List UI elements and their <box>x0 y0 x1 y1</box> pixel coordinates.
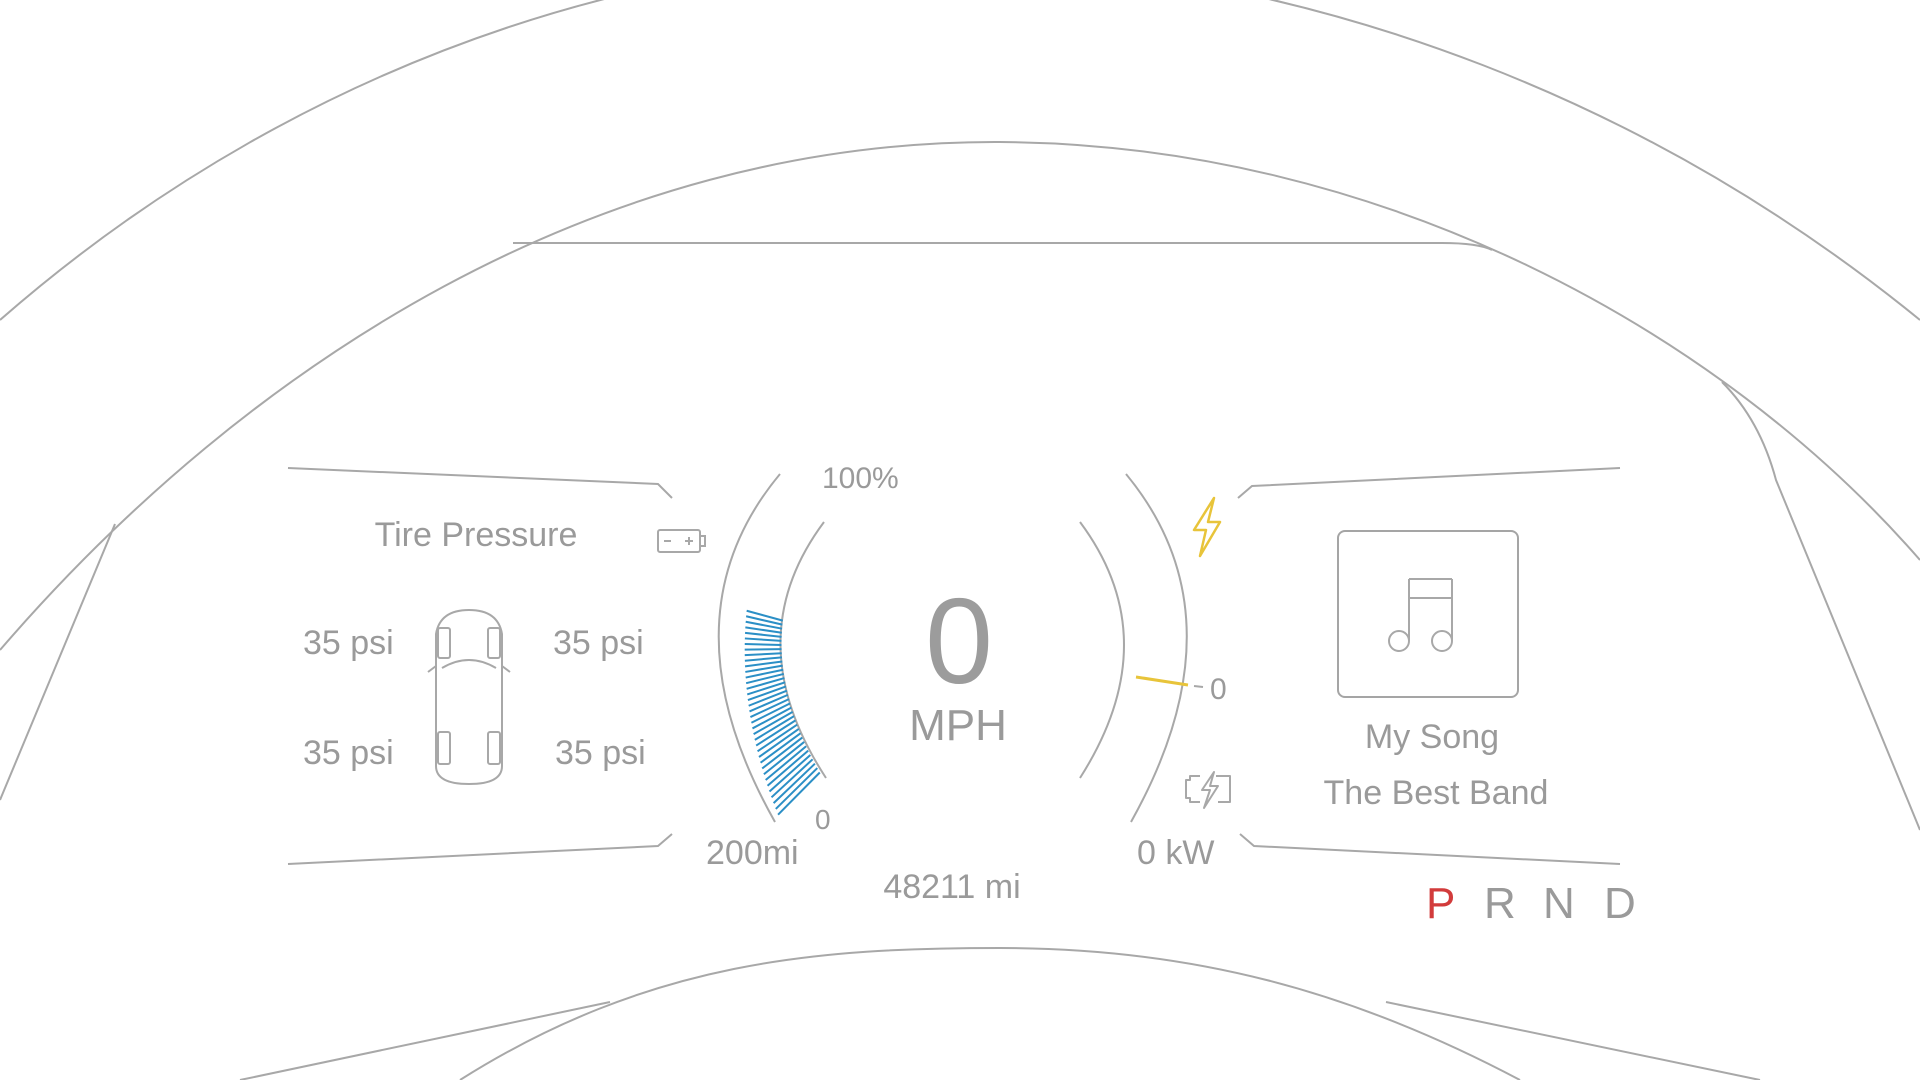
battery-level-tick <box>761 736 803 770</box>
battery-gauge-outer-arc <box>717 473 781 823</box>
battery-level-tick <box>755 719 797 747</box>
battery-level-tick <box>777 771 821 816</box>
lower-left-line <box>239 1001 611 1080</box>
battery-level-tick <box>744 660 783 668</box>
battery-level-tick <box>745 668 784 679</box>
battery-level-tick <box>763 741 805 776</box>
battery-level-tick <box>752 706 792 730</box>
tire-rear-right-pressure: 35 psi <box>555 734 646 772</box>
power-gauge-outer-arc <box>1125 473 1188 823</box>
inner-arc <box>0 140 1920 651</box>
tire-front-right-pressure: 35 psi <box>553 624 644 662</box>
power-readout: 0 kW <box>1137 834 1215 872</box>
power-gauge-inner-arc <box>1079 521 1125 779</box>
battery-level-tick <box>747 685 787 702</box>
gear-reverse[interactable]: R <box>1484 879 1516 928</box>
right-panel-bottom-line <box>1239 833 1621 865</box>
regen-battery-icon <box>1182 770 1236 815</box>
right-pillar-line <box>1721 381 1920 831</box>
battery-level-tick <box>749 698 790 718</box>
gear-park[interactable]: P <box>1426 879 1456 928</box>
battery-level-tick <box>746 677 785 690</box>
battery-level-tick <box>745 620 783 630</box>
battery-level-tick <box>750 702 791 724</box>
battery-level-tick <box>745 672 784 685</box>
battery-level-tick <box>772 762 816 804</box>
gear-drive[interactable]: D <box>1604 879 1636 928</box>
battery-level-tick <box>744 652 782 657</box>
tire-front-left-pressure: 35 psi <box>303 624 394 662</box>
power-gauge-zero-tick <box>1193 685 1204 688</box>
song-title: My Song <box>1364 718 1500 756</box>
battery-level-tick <box>744 643 782 646</box>
battery-level-tick <box>744 637 782 642</box>
speed-unit: MPH <box>909 701 1007 750</box>
battery-level-tick <box>746 681 786 696</box>
lower-arc <box>459 946 1521 1080</box>
tire-rear-left-pressure: 35 psi <box>303 734 394 772</box>
top-bezel-line <box>513 242 1493 251</box>
battery-level-tick <box>753 710 794 736</box>
battery-level-tick <box>775 767 819 810</box>
battery-level-tick <box>745 626 782 634</box>
power-zero-label: 0 <box>1210 673 1227 706</box>
left-panel-top-line <box>287 467 673 499</box>
battery-level-tick <box>754 715 795 741</box>
battery-level-tick <box>744 656 783 662</box>
song-artist: The Best Band <box>1323 774 1549 812</box>
speed-value: 0 <box>925 573 993 709</box>
battery-icon <box>656 526 708 561</box>
battery-level-tick <box>768 754 812 793</box>
outer-arc <box>0 0 1920 321</box>
car-icon <box>424 606 514 793</box>
battery-level-tick <box>749 693 789 713</box>
battery-level-tick <box>746 609 784 622</box>
battery-level-tick <box>756 723 798 753</box>
left-panel-bottom-line <box>287 833 673 865</box>
odometer-readout: 48211 mi <box>883 868 1021 906</box>
gear-neutral[interactable]: N <box>1543 879 1575 928</box>
right-panel-top-line <box>1237 467 1621 499</box>
battery-level-tick <box>770 758 814 799</box>
lower-right-line <box>1385 1001 1761 1080</box>
lightning-icon <box>1190 496 1224 563</box>
battery-level-tick <box>744 631 782 638</box>
battery-level-tick <box>745 615 783 626</box>
music-note-icon <box>1388 578 1453 652</box>
battery-level-tick <box>745 664 783 673</box>
battery-level-tick <box>766 749 809 787</box>
range-readout: 200mi <box>706 834 799 872</box>
album-art[interactable] <box>1337 530 1519 698</box>
battery-max-label: 100% <box>822 462 899 495</box>
tire-pressure-title: Tire Pressure <box>374 516 578 554</box>
battery-level-tick <box>765 745 807 781</box>
battery-level-tick <box>759 732 802 764</box>
left-pillar-line <box>0 523 116 801</box>
battery-level-tick <box>748 689 788 707</box>
battery-level-tick <box>758 728 800 758</box>
battery-min-label: 0 <box>815 804 831 835</box>
